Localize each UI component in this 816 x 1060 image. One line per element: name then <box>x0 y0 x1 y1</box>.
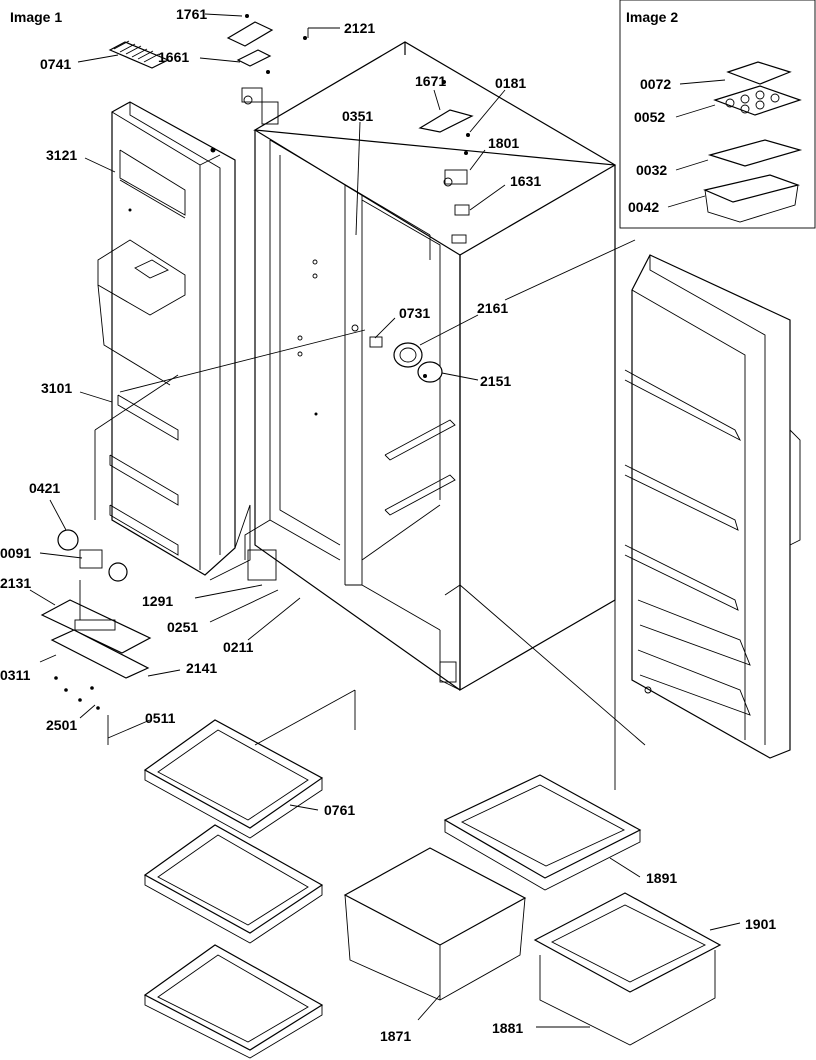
label-0091: 0091 <box>0 545 31 561</box>
label-2141: 2141 <box>186 660 217 676</box>
label-2161: 2161 <box>477 300 508 316</box>
label-0311: 0311 <box>0 667 31 683</box>
label-1871: 1871 <box>380 1028 411 1044</box>
label-1901: 1901 <box>745 916 776 932</box>
label-0761: 0761 <box>324 802 355 818</box>
label-0052: 0052 <box>634 109 665 125</box>
label-0351: 0351 <box>342 108 373 124</box>
vent-grille <box>108 40 170 69</box>
lamp-parts <box>40 529 152 710</box>
top-hinge-parts <box>226 14 474 187</box>
label-1881: 1881 <box>492 1020 523 1036</box>
label-0421: 0421 <box>29 480 60 496</box>
label-1661: 1661 <box>158 49 189 65</box>
label-1761: 1761 <box>176 6 207 22</box>
label-2151: 2151 <box>480 373 511 389</box>
label-0042: 0042 <box>628 199 659 215</box>
cabinet <box>244 41 617 692</box>
fresh-food-door <box>624 254 801 759</box>
glass-shelves <box>143 719 324 1059</box>
control-knobs <box>351 324 443 383</box>
label-0251: 0251 <box>167 619 198 635</box>
image-1-title: Image 1 <box>10 9 62 25</box>
label-2121: 2121 <box>344 20 375 36</box>
image-2-frame <box>619 0 816 229</box>
label-0731: 0731 <box>399 305 430 321</box>
label-0511: 0511 <box>145 710 176 726</box>
image-2-title: Image 2 <box>626 9 678 25</box>
label-1671: 1671 <box>415 73 446 89</box>
label-2501: 2501 <box>46 717 77 733</box>
freezer-door <box>97 101 251 581</box>
label-1801: 1801 <box>488 135 519 151</box>
leader-lines <box>29 13 741 1028</box>
crisper-assemblies <box>343 774 722 1046</box>
label-0181: 0181 <box>495 75 526 91</box>
label-0741: 0741 <box>40 56 71 72</box>
label-1291: 1291 <box>142 593 173 609</box>
label-0032: 0032 <box>636 162 667 178</box>
label-1631: 1631 <box>510 173 541 189</box>
image-2-parts <box>703 61 803 223</box>
label-2131: 2131 <box>0 575 31 591</box>
label-3101: 3101 <box>41 380 72 396</box>
label-0072: 0072 <box>640 76 671 92</box>
label-0211: 0211 <box>223 639 254 655</box>
part-labels: 1761 2121 0741 1661 1671 0181 0351 3121 … <box>0 6 776 1044</box>
label-1891: 1891 <box>646 870 677 886</box>
label-3121: 3121 <box>46 147 77 163</box>
